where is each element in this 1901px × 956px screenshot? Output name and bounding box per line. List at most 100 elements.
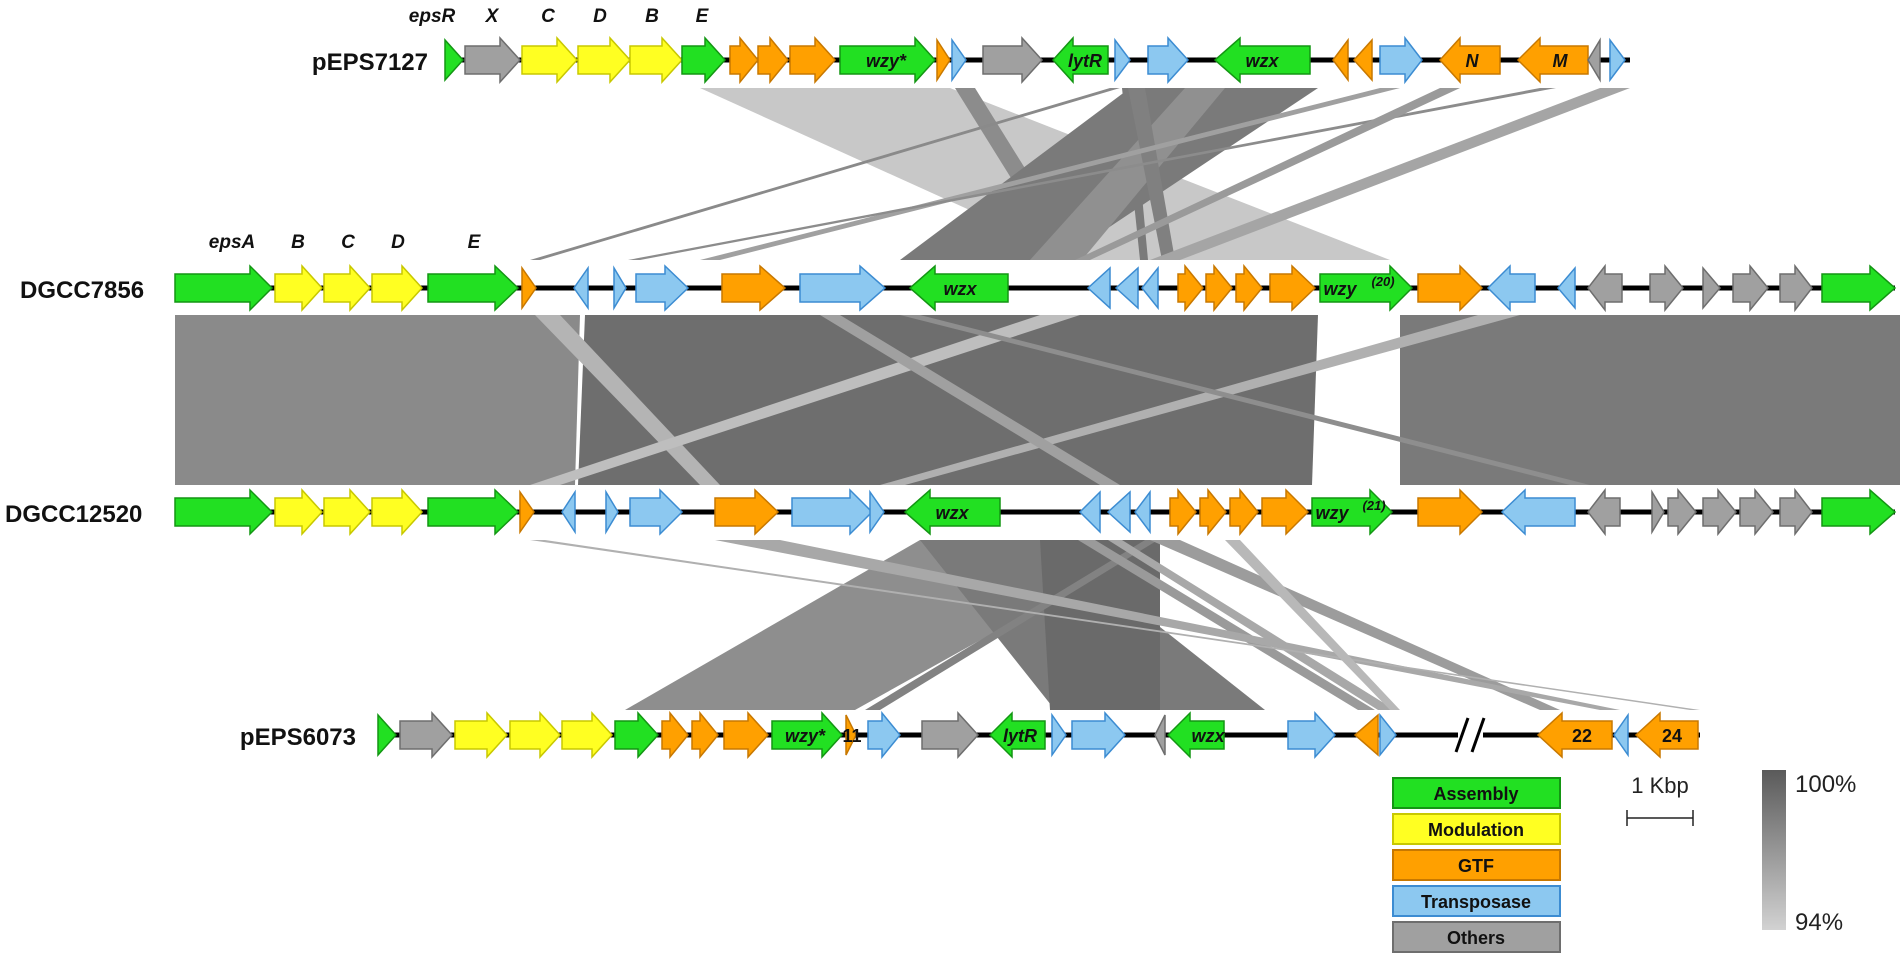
gene-arrow xyxy=(845,714,857,756)
ribbon xyxy=(628,88,1556,260)
ribbon xyxy=(1078,540,1375,710)
ribbon xyxy=(1030,88,1225,260)
gene-arrow xyxy=(1319,264,1414,312)
gene-arrow xyxy=(1821,264,1897,312)
gene-arrow xyxy=(867,710,901,760)
gene-top-label: E xyxy=(696,6,710,27)
gene-arrow xyxy=(521,265,537,311)
ribbon xyxy=(900,315,1590,485)
gene-arrow xyxy=(1332,37,1349,83)
break-mark xyxy=(1470,717,1486,753)
track-pEPS7127: pEPS7127 epsR X C D B E wzy* lytR wzx N … xyxy=(312,6,1630,85)
gene-arrow xyxy=(629,488,684,536)
gene-arrow xyxy=(1166,711,1225,759)
gene-arrow xyxy=(1213,36,1311,84)
track-DGCC7856: DGCC7856 epsA B C D E wzx wzy (20) xyxy=(20,232,1897,313)
ribbons-12520-6073 xyxy=(530,540,1700,710)
gene-arrow xyxy=(1516,36,1589,84)
gene-arrow xyxy=(377,713,398,757)
gene-arrow xyxy=(1169,487,1197,537)
gene-arrow xyxy=(869,489,885,535)
sequence-label: pEPS6073 xyxy=(240,724,356,751)
gene-arrow xyxy=(1536,711,1613,759)
gene-arrow xyxy=(789,36,837,84)
gene-arrow xyxy=(1051,36,1109,84)
identity-gradient-bar xyxy=(1762,770,1786,930)
gene-label: lytR xyxy=(1068,51,1102,71)
gene-label: wzy* xyxy=(785,726,826,746)
gene-arrow xyxy=(1702,487,1737,537)
ribbon xyxy=(175,315,580,485)
break-mark xyxy=(1454,717,1470,753)
gene-arrow xyxy=(1353,713,1379,757)
gene-arrow xyxy=(614,711,660,759)
gene-arrow xyxy=(509,711,562,759)
gene-arrow xyxy=(1667,487,1697,537)
gene-arrow xyxy=(1438,36,1501,84)
gene-arrow xyxy=(903,488,1001,536)
gene-arrow xyxy=(771,711,844,759)
gene-label: 11 xyxy=(842,726,861,746)
legend-label: Transposase xyxy=(1421,892,1531,912)
track-pEPS6073: pEPS6073 wzy* 11 lytR wzx 22 24 xyxy=(240,710,1700,760)
gene-arrow xyxy=(721,264,787,312)
identity-min-label: 94% xyxy=(1795,909,1843,936)
gene-arrow xyxy=(1557,265,1576,311)
track-DGCC12520: DGCC12520 wzx wzy (21) xyxy=(5,487,1897,537)
ribbons-7856-12520 xyxy=(175,315,1900,485)
gene-top-label: E xyxy=(468,232,482,253)
gene-arrow xyxy=(1311,488,1394,536)
gene-arrow xyxy=(454,711,509,759)
gene-arrow xyxy=(174,264,274,312)
gene-arrow xyxy=(1587,37,1601,83)
legend-swatch-transposase xyxy=(1392,885,1561,917)
legend-label: Assembly xyxy=(1433,784,1518,804)
gene-arrow xyxy=(1177,263,1204,313)
gene-arrow xyxy=(681,36,727,84)
gene-arrow xyxy=(613,265,627,311)
gene-arrow xyxy=(1500,488,1576,536)
ribbon xyxy=(530,88,1120,260)
gene-arrow xyxy=(1587,263,1623,313)
gene-arrow xyxy=(174,488,274,536)
gene-arrow xyxy=(561,489,576,535)
gene-top-label: D xyxy=(593,6,607,27)
gene-arrow xyxy=(605,489,619,535)
gene-arrow xyxy=(464,36,522,84)
gene-label: wzy* xyxy=(866,51,907,71)
gene-arrow xyxy=(427,264,520,312)
gene-arrow xyxy=(1732,263,1769,313)
identity-scale: 100% 94% xyxy=(1762,770,1856,936)
gene-arrow xyxy=(988,711,1046,759)
scale-bar-label: 1 Kbp xyxy=(1631,773,1689,798)
gene-label-superscript: (20) xyxy=(1371,274,1394,289)
gene-arrow xyxy=(1739,487,1774,537)
gene-arrow xyxy=(274,264,324,312)
gene-arrow xyxy=(936,37,951,83)
gene-arrow xyxy=(1651,489,1665,535)
gene-top-label: D xyxy=(391,232,405,253)
gene-arrow xyxy=(577,36,632,84)
gene-label-superscript: (21) xyxy=(1362,498,1385,513)
gene-label: wzx xyxy=(1245,51,1279,71)
gene-arrow xyxy=(1379,35,1423,85)
gene-arrow xyxy=(1417,264,1484,312)
gene-arrow xyxy=(1154,714,1166,756)
gene-arrow xyxy=(1702,265,1721,311)
gene-arrow xyxy=(1649,263,1684,313)
gene-top-label: X xyxy=(485,6,500,27)
gene-arrow xyxy=(1051,712,1067,758)
gene-arrow xyxy=(1352,38,1373,82)
gene-arrow xyxy=(1287,711,1337,759)
gene-arrow xyxy=(1205,263,1233,313)
sequence-label: DGCC12520 xyxy=(5,501,142,528)
gene-arrow xyxy=(1141,265,1159,311)
legend: Assembly Modulation GTF Transposase Othe… xyxy=(1392,777,1561,953)
gene-arrow xyxy=(274,488,324,536)
legend-label: Modulation xyxy=(1428,820,1524,840)
ribbon xyxy=(1400,315,1900,485)
gene-arrow xyxy=(427,488,520,536)
gene-arrow xyxy=(573,265,589,311)
gene-arrow xyxy=(791,488,874,536)
